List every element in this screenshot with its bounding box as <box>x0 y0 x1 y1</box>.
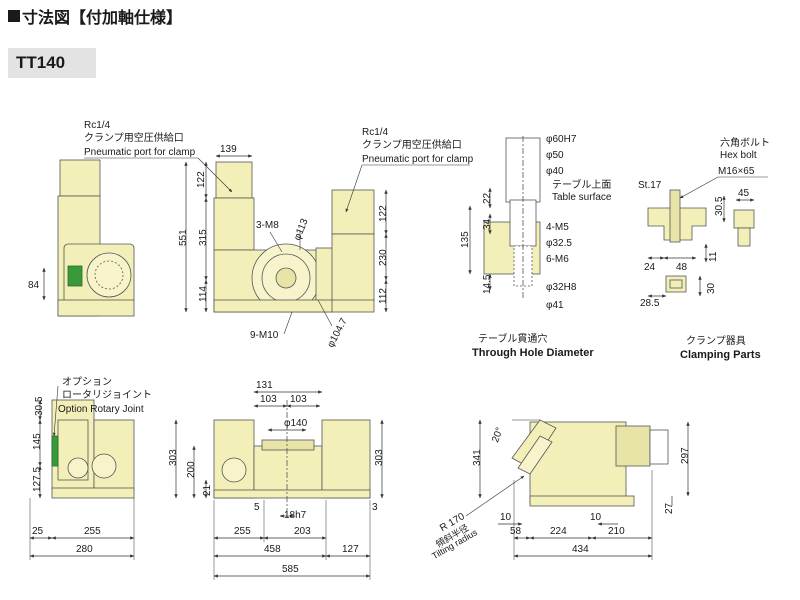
label-9-m10: 9-M10 <box>250 330 279 341</box>
note-rc-right-2: クランプ用空圧供給口 <box>362 138 462 151</box>
label-3-m8: 3-M8 <box>256 220 279 231</box>
model-name: TT140 <box>16 53 66 72</box>
label-r230: 230 <box>378 249 389 266</box>
label-phi32h8: φ32H8 <box>546 282 577 293</box>
label-phi113: φ113 <box>292 217 311 242</box>
label-10a: 10 <box>500 512 512 523</box>
label-20deg: 20° <box>490 426 506 444</box>
label-122: 122 <box>196 171 207 188</box>
label-114: 114 <box>198 286 209 302</box>
note-option-3: Option Rotary Joint <box>58 404 144 415</box>
label-34: 34 <box>482 218 493 230</box>
label-135: 135 <box>460 231 471 248</box>
note-rc-left-3: Pneumatic port for clamp <box>84 147 196 158</box>
label-200: 200 <box>186 461 197 478</box>
label-side-145: 145 <box>32 433 43 450</box>
note-rc-right-1: Rc1/4 <box>362 127 389 138</box>
label-30: 30 <box>706 282 717 294</box>
page-header: 寸法図【付加軸仕様】 <box>8 4 182 32</box>
extension-lines <box>29 470 653 580</box>
label-phi60h7: φ60H7 <box>546 134 577 145</box>
label-11: 11 <box>708 251 719 262</box>
note-rc-left-1: Rc1/4 <box>84 120 111 131</box>
label-303-left: 303 <box>168 449 179 466</box>
dim-84: 84 <box>28 267 46 301</box>
label-585: 585 <box>282 564 299 575</box>
label-5: 5 <box>254 502 260 513</box>
label-341: 341 <box>472 449 483 466</box>
label-131: 131 <box>256 380 273 391</box>
label-127: 127 <box>342 544 359 555</box>
label-434: 434 <box>572 544 589 555</box>
note-table-surface-2: Table surface <box>552 192 612 203</box>
label-45: 45 <box>738 188 750 199</box>
caption-clamp-jp: クランプ器具 <box>686 335 746 347</box>
label-side-127-5: 127.5 <box>32 467 43 492</box>
label-255: 255 <box>234 526 251 537</box>
bottom-front-view <box>213 400 371 520</box>
label-84: 84 <box>28 280 40 291</box>
label-224: 224 <box>550 526 567 537</box>
label-103b: 103 <box>290 394 307 405</box>
front-view-right-column <box>331 189 375 313</box>
model-label-bar: TT140 <box>8 48 96 78</box>
side-view <box>51 399 135 499</box>
label-m16x65: M16×65 <box>718 166 755 177</box>
note-hex-2: Hex bolt <box>720 150 757 161</box>
label-24: 24 <box>644 262 656 273</box>
note-option-2: ロータリジョイント <box>62 389 152 401</box>
label-side-255: 255 <box>84 526 101 537</box>
label-315: 315 <box>198 229 209 246</box>
label-21: 21 <box>202 484 213 496</box>
label-side-280: 280 <box>76 544 93 555</box>
caption-through-jp: テーブル貫通穴 <box>478 332 547 345</box>
through-hole-view <box>483 136 541 300</box>
label-14-5: 14.5 <box>482 274 493 294</box>
label-458: 458 <box>264 544 281 555</box>
label-30-5: 30.5 <box>714 196 725 216</box>
note-table-surface-1: テーブル上面 <box>552 178 611 191</box>
label-551: 551 <box>178 229 189 246</box>
note-hex-1: 六角ボルト <box>720 137 770 149</box>
label-phi140: φ140 <box>284 418 308 429</box>
label-58: 58 <box>510 526 522 537</box>
label-3: 3 <box>372 502 378 513</box>
label-st17: St.17 <box>638 180 662 191</box>
label-103a: 103 <box>260 394 277 405</box>
label-side-30-5: 30.5 <box>34 396 45 416</box>
front-view-middle <box>213 161 335 313</box>
label-48: 48 <box>676 262 688 273</box>
label-28-5: 28.5 <box>640 298 660 309</box>
label-side-25: 25 <box>32 526 44 537</box>
clamp-parts-view <box>647 189 755 293</box>
note-rc-left-2: クランプ用空圧供給口 <box>84 131 184 144</box>
front-view-left <box>57 159 135 317</box>
label-210: 210 <box>608 526 625 537</box>
note-option-1: オプション <box>62 376 112 388</box>
label-139: 139 <box>220 144 237 155</box>
label-phi50: φ50 <box>546 150 564 161</box>
note-rc-right-3: Pneumatic port for clamp <box>362 154 474 165</box>
label-4-m5: 4-M5 <box>546 222 569 233</box>
label-10b: 10 <box>590 512 602 523</box>
label-27: 27 <box>664 502 675 514</box>
caption-through-en: Through Hole Diameter <box>472 347 594 359</box>
label-r112: 112 <box>378 288 389 304</box>
square-bullet-icon <box>8 10 20 22</box>
label-r122: 122 <box>378 205 389 222</box>
label-6-m6: 6-M6 <box>546 254 569 265</box>
label-phi40: φ40 <box>546 166 564 177</box>
tilting-view <box>511 419 669 507</box>
label-303-right: 303 <box>374 449 385 466</box>
label-phi32-5: φ32.5 <box>546 238 572 249</box>
label-18h7: 18h7 <box>284 510 307 521</box>
label-297: 297 <box>680 447 691 464</box>
label-phi41: φ41 <box>546 300 564 311</box>
page-title: 寸法図【付加軸仕様】 <box>22 8 183 27</box>
label-22: 22 <box>482 192 493 204</box>
label-203: 203 <box>294 526 311 537</box>
caption-clamp-en: Clamping Parts <box>680 349 761 361</box>
